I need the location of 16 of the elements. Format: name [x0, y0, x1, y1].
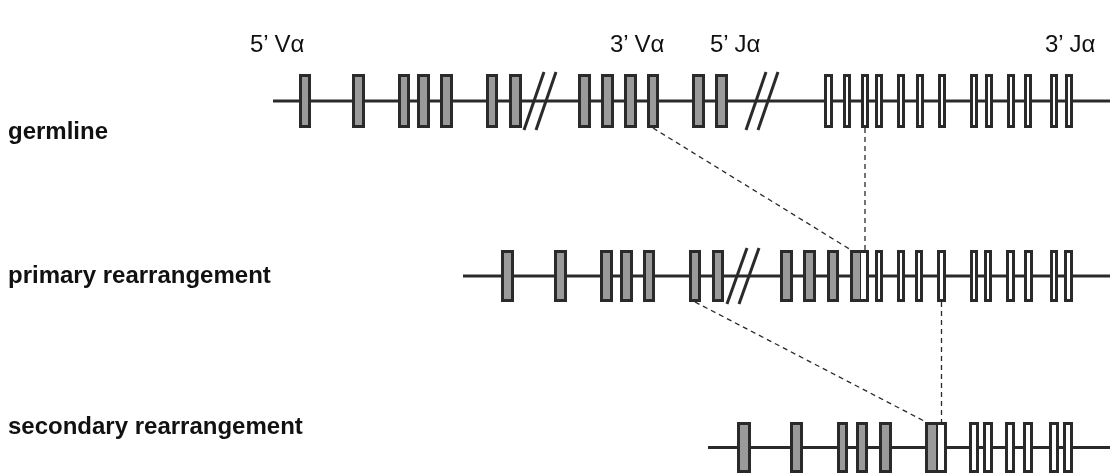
segment-label: 5’ Jα	[710, 32, 761, 56]
gene-segment	[647, 74, 659, 128]
gene-segment	[850, 250, 869, 302]
row-label: primary rearrangement	[8, 263, 271, 287]
connector-line	[652, 127, 852, 251]
gene-segment	[937, 250, 946, 302]
gene-segment	[861, 74, 869, 128]
gene-segment	[689, 250, 701, 302]
row-label: germline	[8, 119, 109, 143]
connector-line	[864, 127, 866, 251]
segment-label: 3’ Jα	[1045, 32, 1096, 56]
segment-label: 5’ Vα	[250, 32, 305, 56]
segment-label: 3’ Vα	[610, 32, 665, 56]
connector-line	[940, 301, 943, 423]
row-label: secondary rearrangement	[8, 414, 303, 438]
gene-segment	[925, 422, 947, 473]
